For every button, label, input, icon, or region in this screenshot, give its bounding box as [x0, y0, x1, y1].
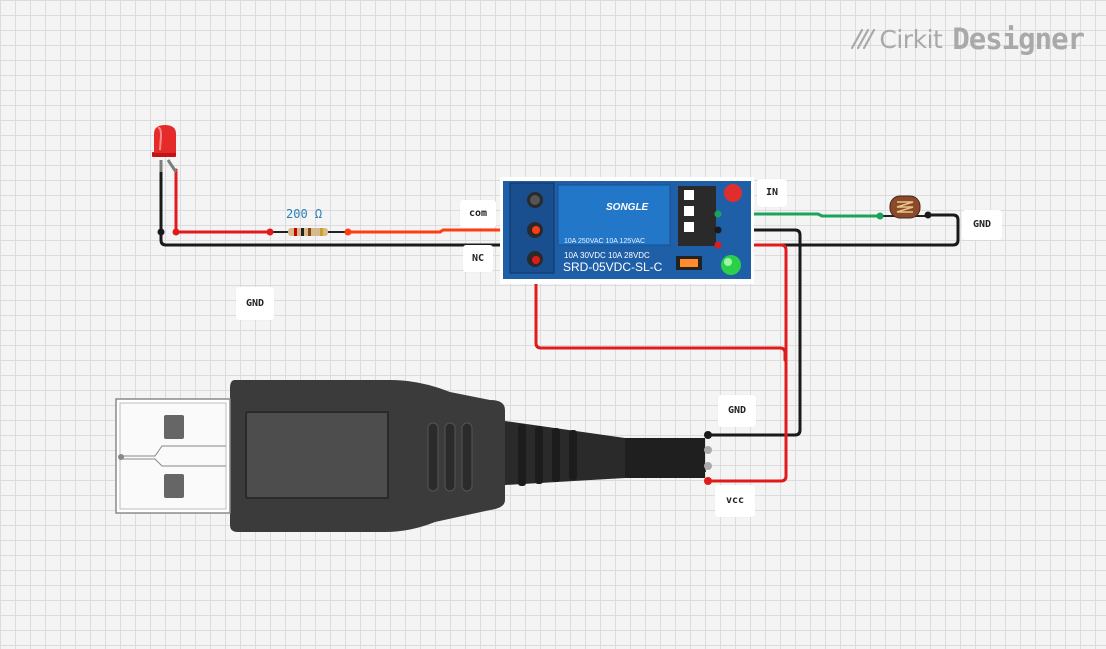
label-gnd-usb: GND: [718, 395, 756, 427]
cirkit-logo-icon: [851, 28, 876, 50]
red-led[interactable]: [152, 125, 178, 173]
resistor-200-ohm[interactable]: [270, 228, 348, 236]
brand-name-part2: Designer: [952, 22, 1085, 56]
wire-nc[interactable]: [534, 258, 787, 362]
brand-name-part1: Cirkit: [879, 24, 943, 54]
resistor-value-label: 200 Ω: [286, 207, 323, 221]
label-com: com: [460, 200, 496, 228]
connection-points: [157, 210, 932, 264]
photoresistor[interactable]: [880, 195, 928, 219]
wire-relay-vcc-usb[interactable]: [706, 243, 788, 483]
relay-model-text: SRD-05VDC-SL-C: [563, 260, 663, 274]
relay-rating-line2: 10A 30VDC 10A 28VDC: [564, 251, 650, 260]
label-gnd-left: GND: [236, 287, 274, 320]
wire-gnd-bus[interactable]: [159, 168, 960, 247]
label-nc: NC: [463, 245, 493, 272]
wire-in-ldr[interactable]: [716, 212, 882, 218]
relay-rating-line1: 10A 250VAC 10A 125VAC: [564, 238, 645, 245]
wire-relay-gnd-usb[interactable]: [706, 228, 802, 437]
label-in: IN: [757, 179, 787, 207]
label-gnd-right: GND: [962, 210, 1002, 240]
usb-cable[interactable]: [115, 380, 712, 532]
wire-led-resistor[interactable]: [174, 168, 272, 234]
wires: [159, 168, 960, 483]
relay-module[interactable]: [500, 177, 754, 284]
label-vcc: vcc: [715, 485, 755, 517]
relay-brand-text: SONGLE: [606, 202, 649, 213]
wire-resistor-com[interactable]: [346, 228, 538, 234]
cirkit-designer-logo: Cirkit Designer: [850, 22, 1085, 56]
